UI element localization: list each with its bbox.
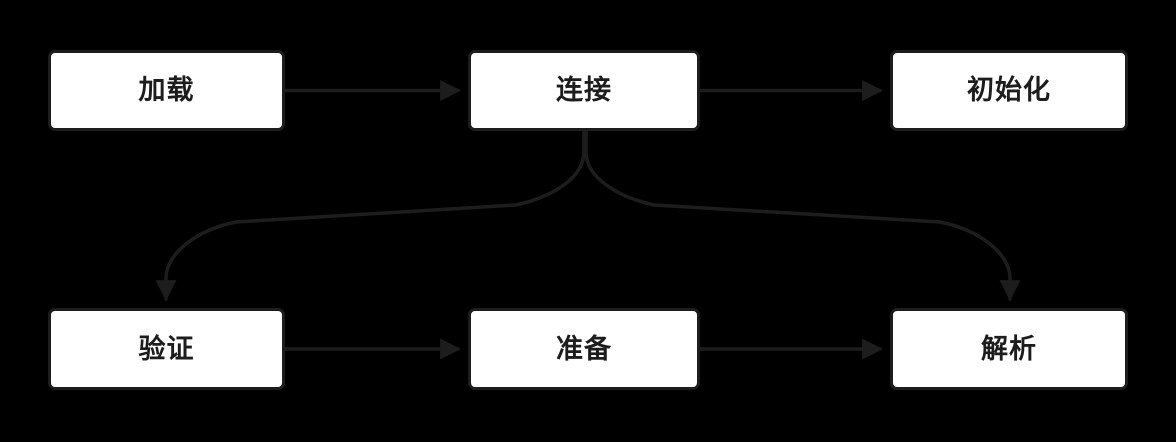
node-link-label: 连接 (556, 75, 612, 105)
node-load[interactable]: 加载 (48, 50, 285, 131)
node-load-label: 加载 (138, 75, 195, 105)
edge-link-to-resolve (584, 129, 1021, 302)
node-prepare-label: 准备 (556, 333, 612, 364)
node-verify-label: 验证 (138, 333, 195, 364)
node-initialize-label: 初始化 (967, 75, 1051, 105)
edge-link-to-verify (155, 129, 586, 302)
node-link[interactable]: 连接 (468, 50, 700, 131)
node-prepare[interactable]: 准备 (468, 308, 700, 390)
node-verify[interactable]: 验证 (48, 308, 285, 390)
node-initialize[interactable]: 初始化 (890, 50, 1128, 131)
node-resolve[interactable]: 解析 (890, 308, 1128, 390)
node-resolve-label: 解析 (981, 333, 1037, 364)
